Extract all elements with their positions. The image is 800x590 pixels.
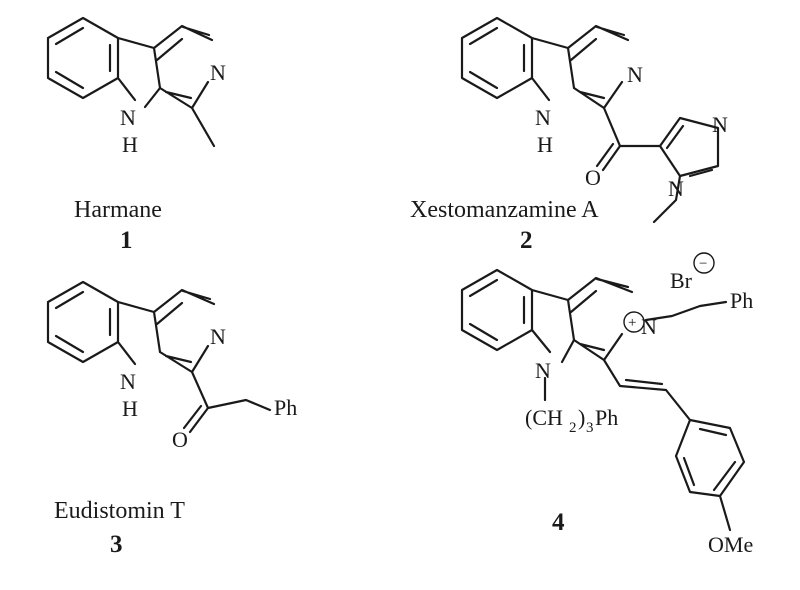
- compound-4-pyridinium-n: N: [641, 314, 657, 339]
- compound-2-name: Xestomanzamine A: [410, 197, 599, 223]
- compound-4-indole-bond: [560, 338, 576, 364]
- compound-4-chain-open: (CH: [525, 405, 563, 430]
- compound-2-imidazole-n1: N: [668, 176, 684, 201]
- compound-1-pyridine-n: N: [210, 60, 226, 85]
- compound-4-indole-n: N: [535, 358, 551, 383]
- compound-1-indole-bond: [143, 86, 162, 109]
- compound-3-indole-h: H: [122, 396, 138, 421]
- compound-1-name: Harmane: [74, 197, 162, 223]
- compound-1-indole-h: H: [122, 132, 138, 157]
- compound-3-carbonyl-o: O: [172, 427, 188, 452]
- compound-2-carbonyl-o: O: [585, 165, 601, 190]
- compound-1-indole-n: N: [120, 105, 136, 130]
- compound-4-bromide-charge-circle: [693, 252, 715, 274]
- compound-3-skeleton: [46, 280, 272, 434]
- compound-3-indole-n: N: [120, 369, 136, 394]
- compound-2-number: 2: [520, 227, 533, 254]
- compound-4-bromide: Br: [670, 268, 693, 293]
- compound-4-ring-charge: +: [628, 315, 636, 331]
- compound-4-chain-sub-2: 2: [569, 420, 577, 436]
- compound-4-propylphenyl-chain: (CH 2 ) 3 Ph: [525, 405, 618, 436]
- compound-2-imidazole-n3: N: [712, 112, 728, 137]
- compound-3-name: Eudistomin T: [54, 498, 185, 524]
- compound-3-pyridine-n: N: [210, 324, 226, 349]
- compound-4-carbolinium-salt: + − N Br Ph N (CH 2 ) 3 Ph OMe 4: [460, 252, 753, 557]
- compound-4-chain-phenyl: Ph: [595, 405, 618, 430]
- compound-3-eudistomin-t: N N H O Ph Eudistomin T 3: [46, 280, 297, 558]
- compound-2-xestomanzamine-a: N N H O N N Xestomanzamine A 2: [410, 16, 728, 254]
- compound-4-methoxy: OMe: [708, 532, 753, 557]
- compound-4-chain-sub-3: 3: [586, 420, 594, 436]
- compound-3-number: 3: [110, 531, 123, 558]
- compound-4-ring-charge-circle: [623, 311, 645, 333]
- compound-1-number: 1: [120, 227, 133, 254]
- compound-1-skeleton: [46, 16, 216, 148]
- compound-2-indole-h: H: [537, 132, 553, 157]
- compound-4-number: 4: [552, 509, 565, 536]
- compound-2-pyridine-n: N: [627, 62, 643, 87]
- compound-4-bromide-charge: −: [699, 256, 707, 272]
- compound-4-skeleton: [460, 268, 746, 532]
- compound-1-harmane: N N H Harmane 1: [46, 16, 226, 254]
- compound-2-skeleton: [460, 16, 720, 224]
- compound-4-chain-close: ): [578, 405, 585, 430]
- compound-4-benzyl-phenyl: Ph: [730, 288, 753, 313]
- compound-3-phenyl: Ph: [274, 395, 297, 420]
- compound-2-indole-n: N: [535, 105, 551, 130]
